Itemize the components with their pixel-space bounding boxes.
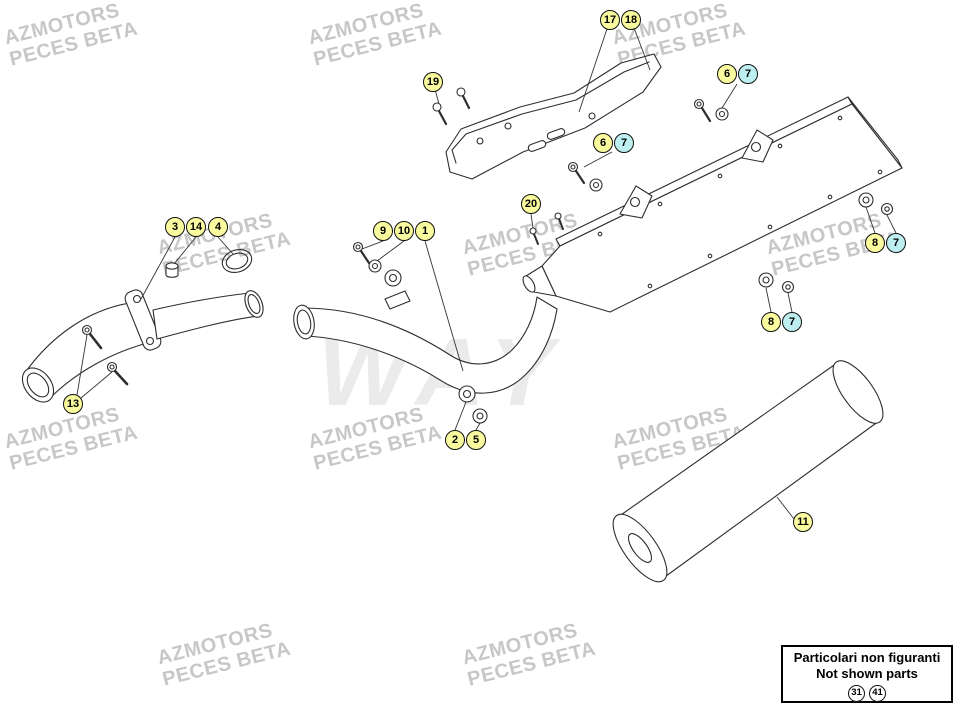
- callout-14: 14: [186, 217, 206, 237]
- callout-2: 2: [445, 430, 465, 450]
- muffler-bolt-mid: [567, 161, 603, 192]
- callout-9: 9: [373, 221, 393, 241]
- callout-17: 17: [600, 10, 620, 30]
- callout-1: 1: [415, 221, 435, 241]
- callout-7: 7: [614, 133, 634, 153]
- mount-washers-right: [858, 192, 894, 216]
- callout-7: 7: [886, 233, 906, 253]
- callout-18: 18: [621, 10, 641, 30]
- pipe-cap: [165, 262, 179, 278]
- mount-washers-bottom: [758, 272, 795, 294]
- callout-10: 10: [394, 221, 414, 241]
- legend-part-numbers: 31 41: [783, 684, 951, 702]
- callout-3: 3: [165, 217, 185, 237]
- front-header-pipe: [21, 289, 264, 403]
- silencer-sleeve: [612, 360, 884, 583]
- legend-part-number: 31: [848, 684, 865, 702]
- shield-screws: [432, 87, 471, 126]
- callout-6: 6: [593, 133, 613, 153]
- muffler-bolt-top: [693, 98, 729, 123]
- legend-part-number: 41: [869, 684, 886, 702]
- callout-13: 13: [63, 394, 83, 414]
- gasket-ring: [221, 249, 253, 273]
- callout-4: 4: [208, 217, 228, 237]
- flange-bolts: [81, 324, 129, 386]
- mid-pipe: [293, 290, 558, 394]
- legend-line-italian: Particolari non figuranti: [793, 650, 941, 665]
- hanger-hardware: [352, 241, 402, 287]
- callout-19: 19: [423, 72, 443, 92]
- shield-nuts: [529, 212, 564, 245]
- callout-7: 7: [738, 64, 758, 84]
- not-shown-parts-box: Particolari non figuranti Not shown part…: [781, 645, 953, 703]
- heat-shield: [445, 53, 662, 180]
- callout-7: 7: [782, 312, 802, 332]
- callout-8: 8: [761, 312, 781, 332]
- callout-6: 6: [717, 64, 737, 84]
- callout-5: 5: [466, 430, 486, 450]
- callout-11: 11: [793, 512, 813, 532]
- callout-20: 20: [521, 194, 541, 214]
- callout-8: 8: [865, 233, 885, 253]
- leader-lines: [76, 19, 897, 520]
- legend-line-english: Not shown parts: [816, 666, 918, 682]
- muffler-body: [522, 96, 903, 313]
